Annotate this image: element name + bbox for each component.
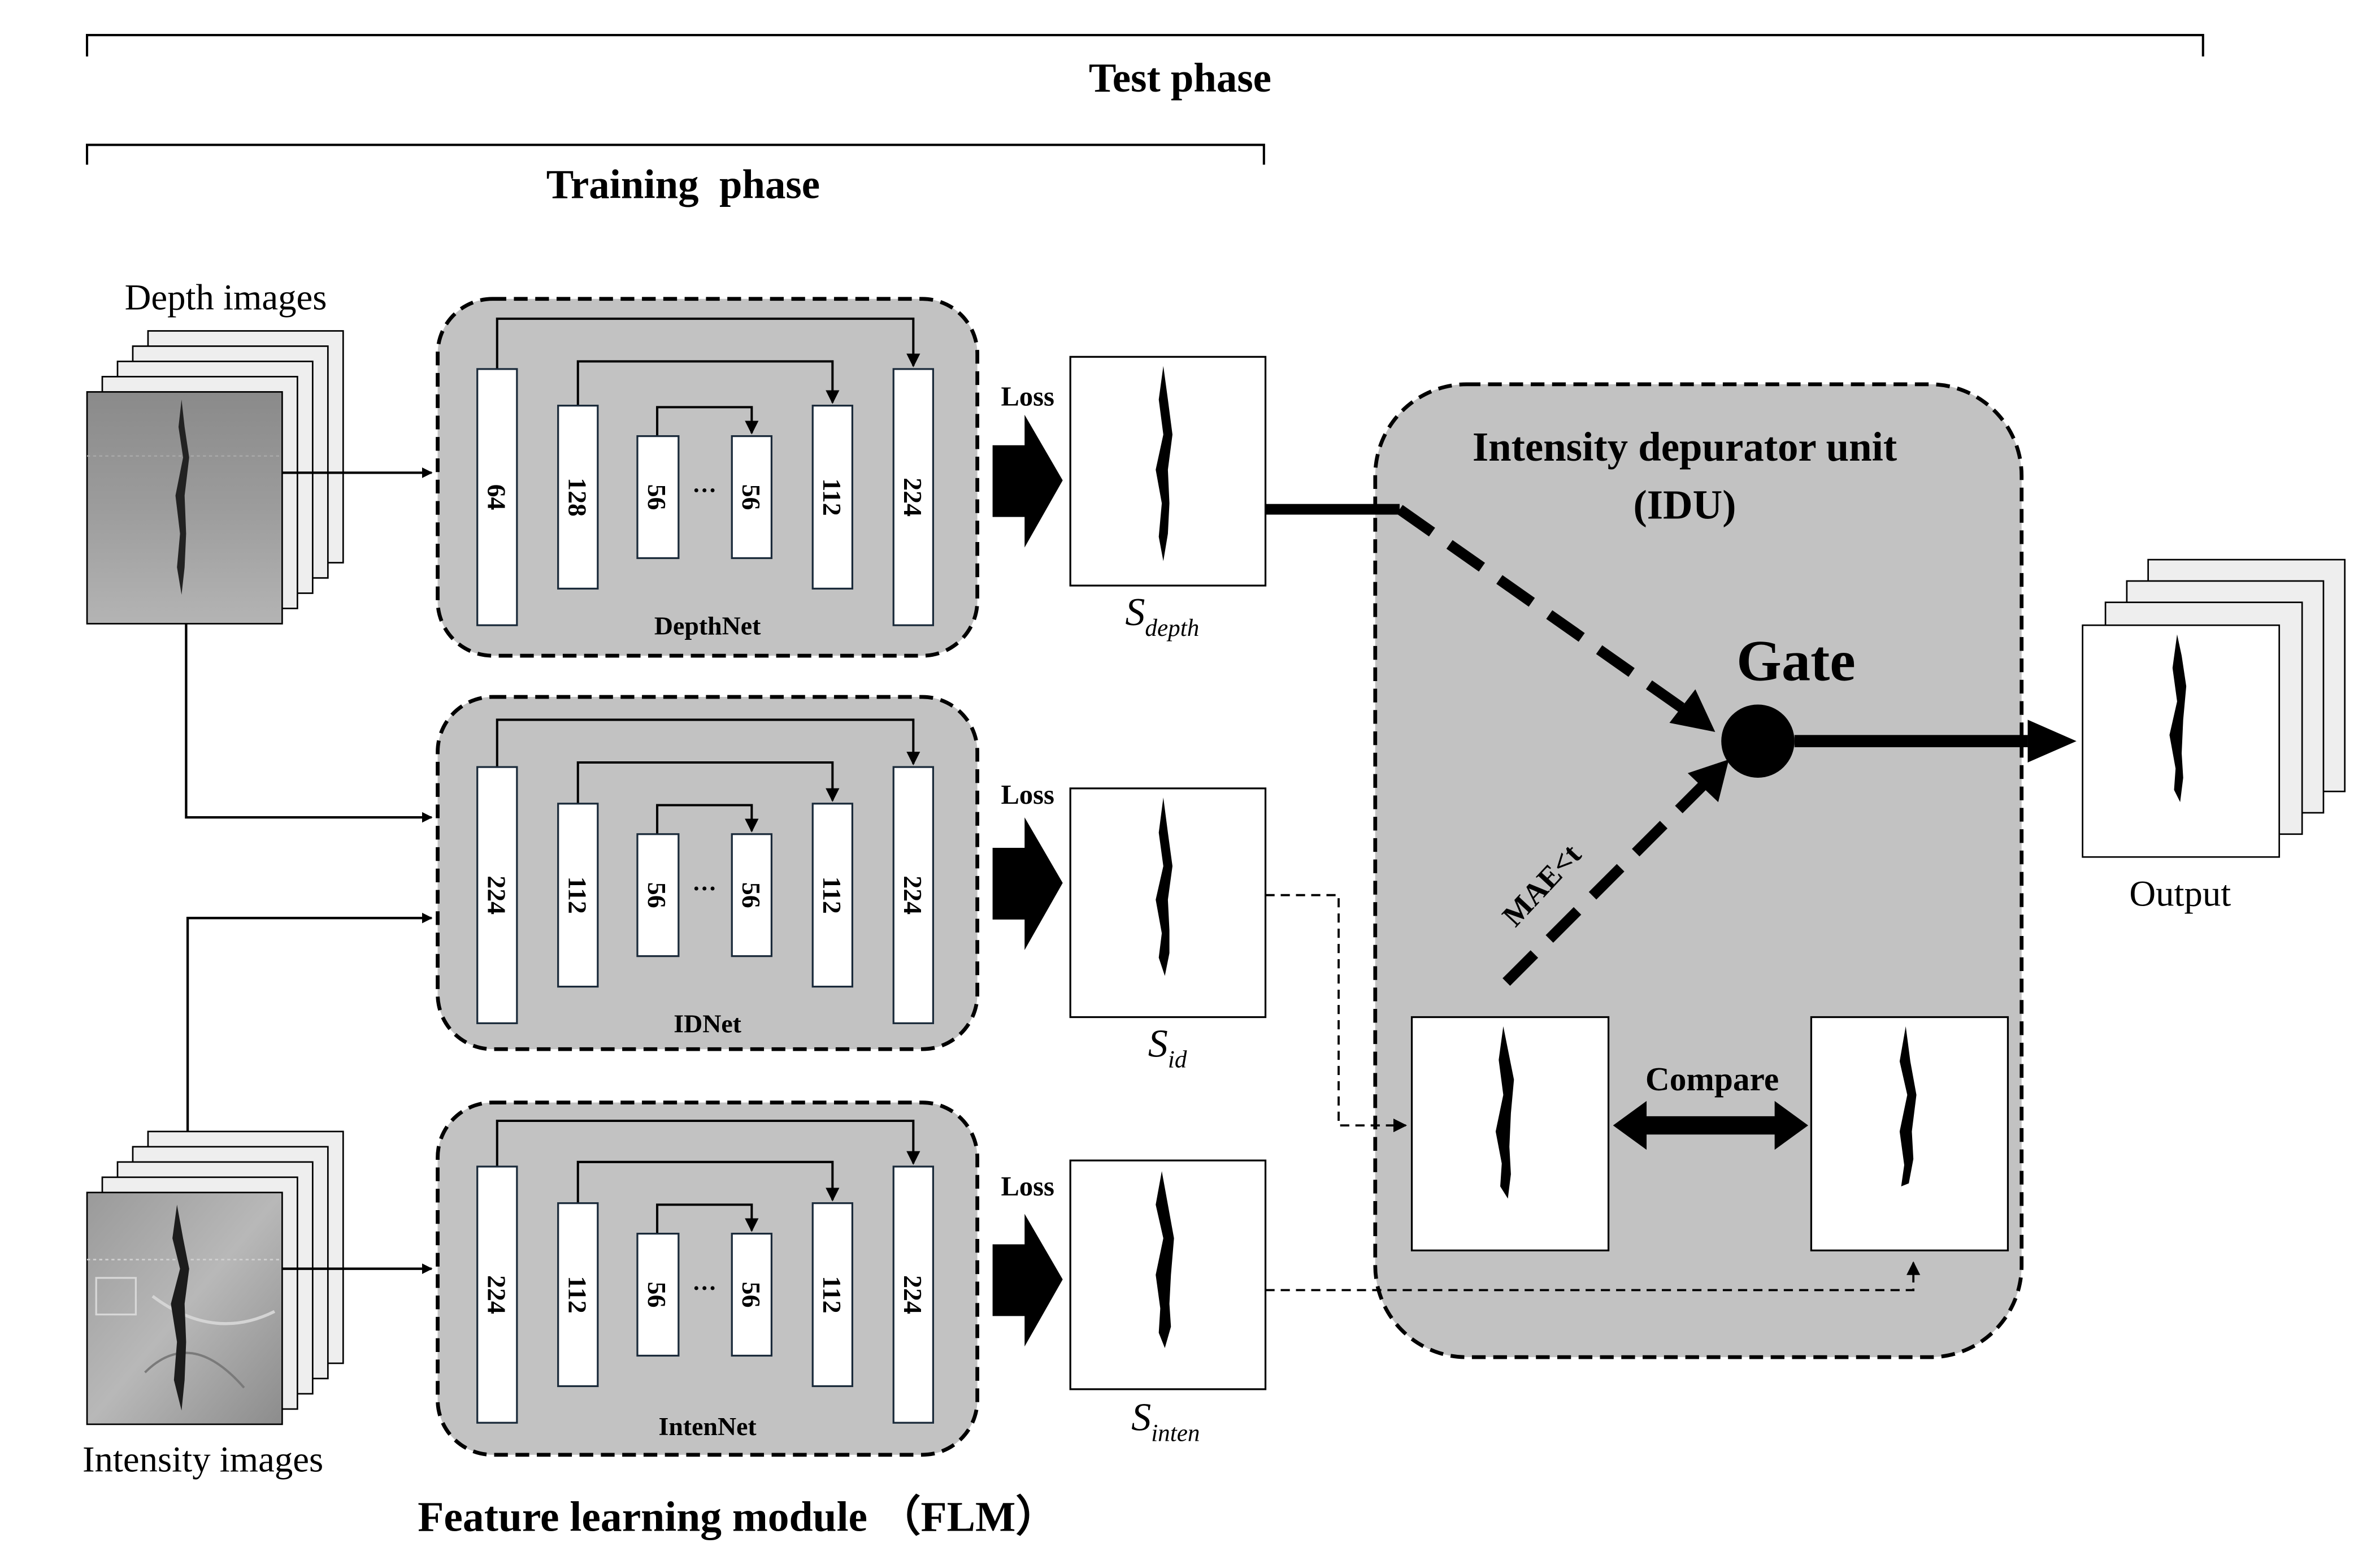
depthnet-ellipsis: ··· <box>692 478 716 504</box>
idu-title: Intensity depurator unit <box>1473 424 1897 470</box>
idnet-ch-3: 56 <box>642 882 671 908</box>
s-id-image <box>1069 787 1267 1019</box>
loss-label-id: Loss <box>1001 779 1054 810</box>
depthnet-ch-1: 64 <box>483 484 511 510</box>
output-label: Output <box>2129 874 2231 915</box>
idnet-layer-1 <box>476 766 518 1024</box>
intensity-crack <box>171 1204 189 1411</box>
idu-abbr: (IDU) <box>1633 482 1736 527</box>
idnet-ch-2: 112 <box>563 877 592 914</box>
depthnet-ch-4: 56 <box>737 484 766 510</box>
depthnet-layer-1 <box>476 368 518 626</box>
depth-image-stack <box>86 330 344 625</box>
intennet-label: IntenNet <box>658 1412 757 1441</box>
idnet-layer-5 <box>811 803 854 988</box>
gate-to-output-arrow <box>1794 720 2077 762</box>
idnet-module: 224 112 56 ··· 56 112 224 IDNet <box>436 695 980 1051</box>
test-phase-label: Test phase <box>1089 55 1271 101</box>
loss-arrow-inten <box>992 1214 1063 1347</box>
intennet-ch-6: 224 <box>898 1275 927 1314</box>
s-id-label: Sid <box>1148 1022 1187 1073</box>
intennet-ch-4: 56 <box>737 1282 766 1308</box>
idnet-ch-6: 224 <box>898 876 927 915</box>
idnet-ch-4: 56 <box>737 882 766 908</box>
training-phase-label: Training phase <box>546 162 820 207</box>
loss-label-depth: Loss <box>1001 382 1054 412</box>
compare-right-image <box>1810 1016 2009 1251</box>
depthnet-ch-3: 56 <box>642 484 671 510</box>
intennet-layer-2 <box>557 1202 599 1388</box>
s-depth-image <box>1069 356 1267 587</box>
compare-double-arrow <box>1613 1100 1809 1150</box>
intennet-layer-1 <box>476 1165 518 1424</box>
loss-label-inten: Loss <box>1001 1171 1054 1202</box>
compare-left-image <box>1410 1016 1610 1251</box>
intensity-images-label: Intensity images <box>82 1440 323 1480</box>
depthnet-module: 64 128 56 ··· 56 112 224 DepthNet <box>436 297 980 658</box>
flm-caption: Feature learning module （FLM） <box>418 1493 1058 1541</box>
gate-label: Gate <box>1736 629 1856 693</box>
idnet-layer-2 <box>557 803 599 988</box>
intennet-layer-3 <box>636 1233 680 1357</box>
idnet-layer-4 <box>731 833 773 957</box>
idnet-ellipsis: ··· <box>692 876 716 902</box>
depthnet-layer-3 <box>636 435 680 560</box>
intennet-ch-1: 224 <box>483 1275 511 1314</box>
intennet-ch-5: 112 <box>818 1276 846 1313</box>
mae-to-gate-line <box>1502 759 1729 986</box>
intennet-layer-4 <box>731 1233 773 1357</box>
depth-to-idu-line <box>1265 504 1715 733</box>
intennet-ch-3: 56 <box>642 1282 671 1308</box>
gate-node <box>1721 704 1795 778</box>
s-inten-label: Sinten <box>1131 1396 1200 1447</box>
dashed-connectors <box>1265 894 1921 1292</box>
intennet-layer-6 <box>892 1165 935 1424</box>
idnet-layer-3 <box>636 833 680 957</box>
depthnet-ch-5: 112 <box>818 478 846 515</box>
idnet-label: IDNet <box>674 1009 741 1038</box>
depth-images-label: Depth images <box>125 278 327 318</box>
depthnet-layer-5 <box>811 405 854 590</box>
idnet-layer-6 <box>892 766 935 1024</box>
intennet-module: 224 112 56 ··· 56 112 224 IntenNet <box>436 1100 980 1457</box>
loss-arrow-depth <box>992 414 1063 548</box>
depthnet-layer-6 <box>892 368 935 626</box>
output-image-stack <box>2082 558 2346 858</box>
intennet-ellipsis: ··· <box>692 1275 716 1302</box>
s-depth-label: Sdepth <box>1125 590 1199 642</box>
intensity-image-stack <box>86 1130 344 1425</box>
intennet-layer-5 <box>811 1202 854 1388</box>
depthnet-ch-6: 224 <box>898 478 927 517</box>
depthnet-layer-4 <box>731 435 773 560</box>
depthnet-ch-2: 128 <box>563 478 592 517</box>
compare-label: Compare <box>1645 1060 1779 1098</box>
input-connectors <box>185 467 433 1275</box>
intennet-ch-2: 112 <box>563 1276 592 1313</box>
loss-arrow-id <box>992 817 1063 950</box>
test-phase-bracket <box>86 34 2204 57</box>
depthnet-label: DepthNet <box>654 611 761 640</box>
idnet-ch-5: 112 <box>818 877 846 914</box>
training-phase-bracket <box>86 144 1265 165</box>
depth-crack <box>175 399 189 595</box>
depthnet-layer-2 <box>557 405 599 590</box>
idnet-ch-1: 224 <box>483 876 511 915</box>
s-inten-image <box>1069 1159 1267 1390</box>
